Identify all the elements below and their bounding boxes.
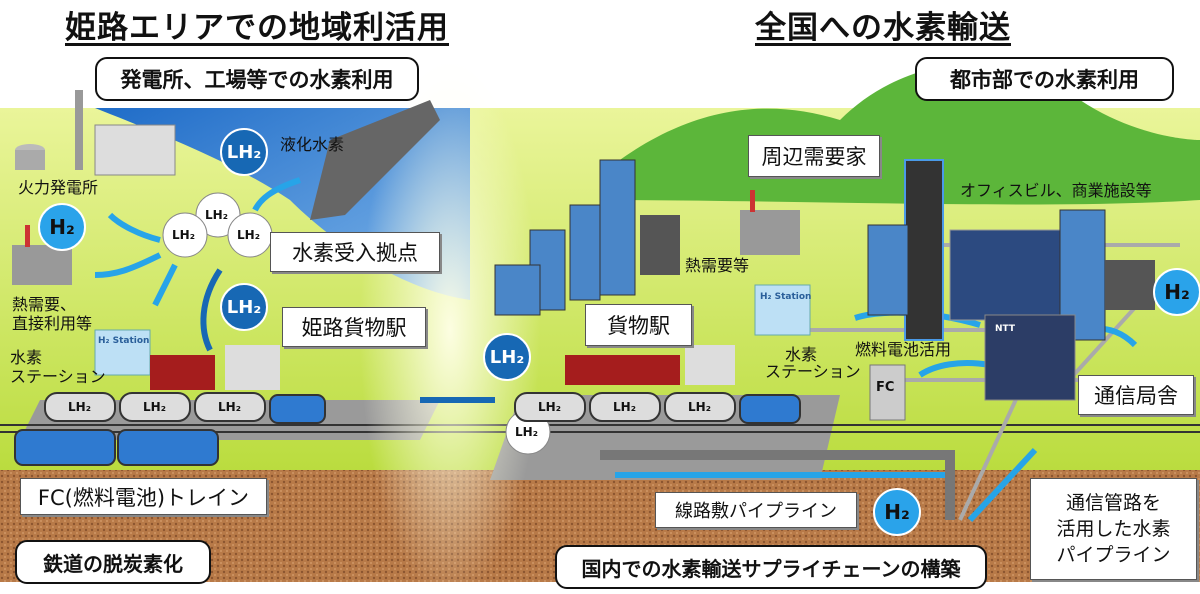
label-station-left-1: 水素 — [10, 348, 43, 367]
buildings — [12, 90, 1155, 421]
label-himeji-station: 姫路貨物駅 — [282, 307, 426, 347]
label-heat-demand-1: 熱需要、 — [12, 295, 77, 314]
train-cars — [14, 392, 801, 466]
car-label: LH₂ — [143, 400, 166, 414]
tank-label: LH₂ — [205, 208, 228, 222]
car-label: LH₂ — [613, 400, 636, 414]
tank-label: LH₂ — [237, 228, 260, 242]
tank-label: LH₂ — [172, 228, 195, 242]
label-ntt: NTT — [995, 324, 1016, 334]
label-liquefied: 液化水素 — [280, 135, 345, 154]
label-heat-demand-right: 熱需要等 — [685, 256, 750, 275]
lh2-badge: LH₂ — [483, 333, 531, 381]
h2-badge: H₂ — [1153, 268, 1200, 316]
callout-right-top: 都市部での水素利用 — [915, 57, 1174, 101]
label-h2-station-right: H₂ Station — [760, 292, 812, 302]
label-heat-demand-2: 直接利用等 — [12, 314, 93, 333]
label-station-right-2: ステーション — [765, 362, 861, 381]
title-left: 姫路エリアでの地域利活用 — [65, 10, 449, 46]
label-thermal-plant: 火力発電所 — [18, 178, 99, 197]
flow-arrows — [94, 177, 1138, 523]
label-freight-station: 貨物駅 — [585, 304, 692, 346]
car-label: LH₂ — [688, 400, 711, 414]
label-h2-station-left: H₂ Station — [98, 336, 150, 346]
conduit-line-1: 通信管路を — [1065, 492, 1161, 514]
conduit-line-3: パイプライン — [1056, 544, 1171, 566]
label-nearby-consumers: 周辺需要家 — [748, 135, 880, 177]
label-fc-train: FC(燃料電池)トレイン — [20, 478, 267, 515]
lh2-badge: LH₂ — [220, 283, 268, 331]
title-right: 全国への水素輸送 — [755, 10, 1011, 46]
car-label: LH₂ — [68, 400, 91, 414]
label-telecom-building: 通信局舎 — [1078, 375, 1194, 415]
label-receiving-base: 水素受入拠点 — [270, 232, 440, 272]
label-station-left-2: ステーション — [10, 367, 106, 386]
label-office: オフィスビル、商業施設等 — [960, 181, 1152, 200]
lh2-badge: LH₂ — [220, 128, 268, 176]
h2-badge: H₂ — [38, 203, 86, 251]
callout-left-top: 発電所、工場等での水素利用 — [95, 57, 419, 101]
label-fc-box: FC — [876, 380, 895, 395]
label-fuel-cell-use: 燃料電池活用 — [855, 340, 952, 359]
track-pipeline — [600, 450, 955, 520]
label-track-pipeline: 線路敷パイプライン — [655, 492, 857, 528]
callout-center-bottom: 国内での水素輸送サプライチェーンの構築 — [555, 545, 987, 589]
h2-badge: H₂ — [873, 488, 921, 536]
callout-left-bottom: 鉄道の脱炭素化 — [15, 540, 211, 584]
car-label: LH₂ — [538, 400, 561, 414]
label-station-right-1: 水素 — [785, 345, 818, 364]
tank-label: LH₂ — [515, 425, 538, 439]
conduit-line-2: 活用した水素 — [1056, 518, 1171, 540]
label-conduit-pipeline: 通信管路を 活用した水素 パイプライン — [1030, 478, 1197, 580]
car-label: LH₂ — [218, 400, 241, 414]
